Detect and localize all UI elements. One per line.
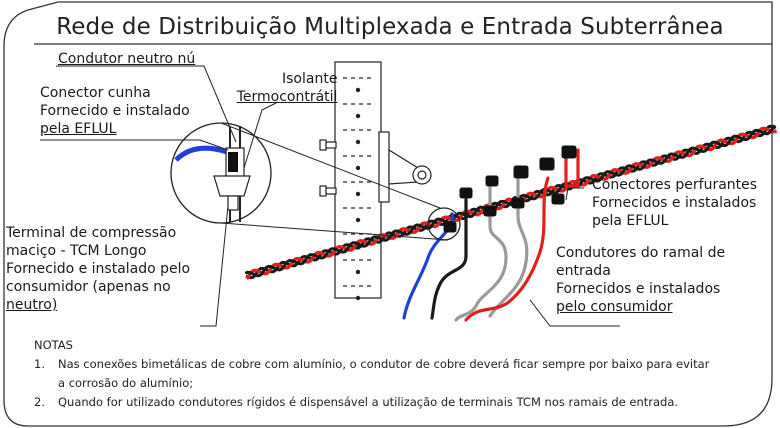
label-line: neutro) xyxy=(6,297,58,313)
label-terminal-compressao: Terminal de compressão maciço - TCM Long… xyxy=(6,224,190,314)
label-line: pela EFLUL xyxy=(592,213,669,229)
label-line: entrada xyxy=(556,263,611,279)
wire-red-2 xyxy=(564,148,580,188)
label-line: consumidor (apenas no xyxy=(6,279,171,295)
label-line: Condutor neutro nú xyxy=(58,51,196,67)
label-condutor-neutro: Condutor neutro nú xyxy=(58,50,195,68)
wire-gray-2 xyxy=(488,178,529,318)
note-number: 2. xyxy=(34,395,45,409)
drop-wires xyxy=(402,148,580,322)
label-line: Condutores do ramal de xyxy=(556,245,726,261)
note-text-line: Quando for utilizado condutores rígidos … xyxy=(58,395,679,409)
label-line: Fornecidos e instalados xyxy=(592,195,757,211)
pole xyxy=(334,61,382,301)
label-line: Termocontrátil xyxy=(236,89,338,105)
pole-bracket xyxy=(319,131,432,203)
note-item: 2. Quando for utilizado condutores rígid… xyxy=(34,393,764,412)
notes-heading: NOTAS xyxy=(34,338,73,352)
pole-hole xyxy=(355,87,361,93)
pole-hole xyxy=(355,139,361,145)
pole-hole xyxy=(355,217,361,223)
outer-border xyxy=(3,1,773,427)
label-line: Terminal de compressão xyxy=(6,225,177,241)
wire-black xyxy=(430,198,468,320)
label-line: Fornecidos e instalados xyxy=(556,281,721,297)
diagram-title: Rede de Distribuição Multiplexada e Entr… xyxy=(56,14,724,40)
piercing-connectors xyxy=(443,145,577,233)
label-line: Conectores perfurantes xyxy=(592,177,758,193)
label-line: pelo consumidor xyxy=(556,299,673,315)
label-line: Fornecido e instalado pelo xyxy=(6,261,191,277)
cable-strand xyxy=(245,126,778,280)
wire-red xyxy=(464,176,550,322)
note-item: 1. Nas conexões bimetálicas de cobre com… xyxy=(34,355,764,393)
cable-strand xyxy=(245,124,777,280)
pole-hole xyxy=(355,113,361,119)
detail-magnifier xyxy=(170,122,272,224)
note-text-line: a corrosão do alumínio; xyxy=(58,376,194,390)
leader-lines xyxy=(40,65,620,327)
note-number: 1. xyxy=(34,357,45,371)
wire-gray xyxy=(454,186,508,322)
note-text-line: Nas conexões bimetálicas de cobre com al… xyxy=(58,357,710,371)
label-line: pela EFLUL xyxy=(40,121,117,137)
notes-section: NOTAS 1. Nas conexões bimetálicas de cob… xyxy=(34,336,764,412)
label-line: Isolante xyxy=(282,71,338,87)
label-isolante: Isolante Termocontrátil xyxy=(237,70,338,106)
pole-hole xyxy=(355,269,361,275)
label-line: maciço - TCM Longo xyxy=(6,243,147,259)
pole-hole xyxy=(355,295,361,301)
label-condutores-ramal: Condutores do ramal de entrada Fornecido… xyxy=(556,244,725,316)
label-line: Fornecido e instalado xyxy=(40,103,190,119)
pole-hole xyxy=(355,165,361,171)
label-conector-cunha: Conector cunha Fornecido e instalado pel… xyxy=(40,84,190,138)
label-line: Conector cunha xyxy=(40,85,151,101)
pole-hole xyxy=(355,191,361,197)
label-conectores-perfurantes: Conectores perfurantes Fornecidos e inst… xyxy=(592,176,757,230)
